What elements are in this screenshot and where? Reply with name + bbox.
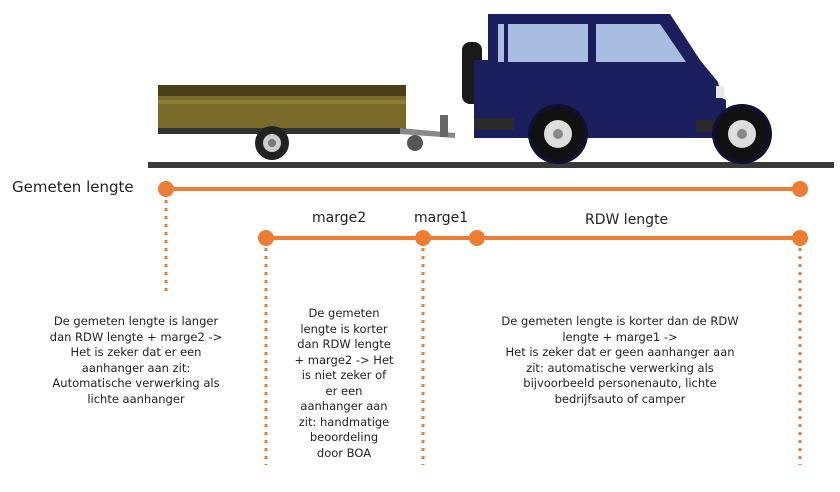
description-middle-line: dan RDW lengte: [297, 337, 391, 351]
description-right-line: De gemeten lengte is korter dan de RDW: [501, 314, 739, 328]
description-left-line: De gemeten lengte is langer: [53, 314, 219, 328]
car-icon: [462, 14, 772, 164]
label-rdw-lengte: RDW lengte: [585, 212, 669, 228]
gemeten-lengte-bar: [158, 181, 808, 197]
description-middle-line: zit: handmatige: [298, 414, 390, 429]
trailer-icon: [158, 85, 455, 160]
description-right-line: Het is zeker dat er geen aanhanger aan: [505, 345, 735, 359]
gemeten-end-marker: [792, 181, 808, 197]
description-middle-line: lengte is korter: [300, 321, 388, 336]
rdw-start-marker: [469, 230, 485, 246]
description-right: De gemeten lengte is korter dan de RDW l…: [470, 314, 770, 407]
rdw-end-marker: [792, 230, 808, 246]
description-left-line: Het is zeker dat er een: [70, 345, 202, 359]
description-left-line: Automatische verwerking als: [52, 376, 220, 390]
car-with-trailer-illustration: [148, 14, 834, 168]
description-right-line: bijvoorbeeld personenauto, lichte: [523, 376, 717, 390]
description-middle-line: aanhanger aan: [300, 399, 388, 413]
rdw-lengte-bar: [258, 230, 808, 246]
description-left-line: dan RDW lengte + marge2 ->: [49, 329, 223, 344]
description-middle-line: + marge2 -> Het: [294, 352, 394, 367]
marge2-start-marker: [258, 230, 274, 246]
description-right-line: zit: automatische verwerking als: [526, 360, 714, 375]
road-line: [148, 162, 834, 168]
description-middle: De gemeten lengte is korter dan RDW leng…: [278, 306, 410, 461]
description-middle-line: De gemeten: [308, 306, 380, 320]
marge1-start-marker: [415, 230, 431, 246]
label-marge1: marge1: [414, 210, 469, 226]
description-middle-line: door BOA: [316, 445, 372, 460]
label-gemeten-lengte: Gemeten lengte: [12, 178, 134, 196]
description-left-line: aanhanger aan zit:: [81, 360, 191, 375]
description-middle-line: er een: [325, 383, 363, 398]
description-right-line: bedrijfsauto of camper: [554, 391, 686, 406]
description-middle-line: beoordeling: [309, 430, 379, 444]
description-left-line: lichte aanhanger: [87, 391, 185, 406]
description-right-line: lengte + marge1 ->: [562, 329, 678, 344]
description-middle-line: is niet zeker of: [301, 368, 387, 382]
gemeten-start-marker: [158, 181, 174, 197]
label-marge2: marge2: [312, 210, 367, 226]
description-left: De gemeten lengte is langer dan RDW leng…: [20, 314, 252, 407]
